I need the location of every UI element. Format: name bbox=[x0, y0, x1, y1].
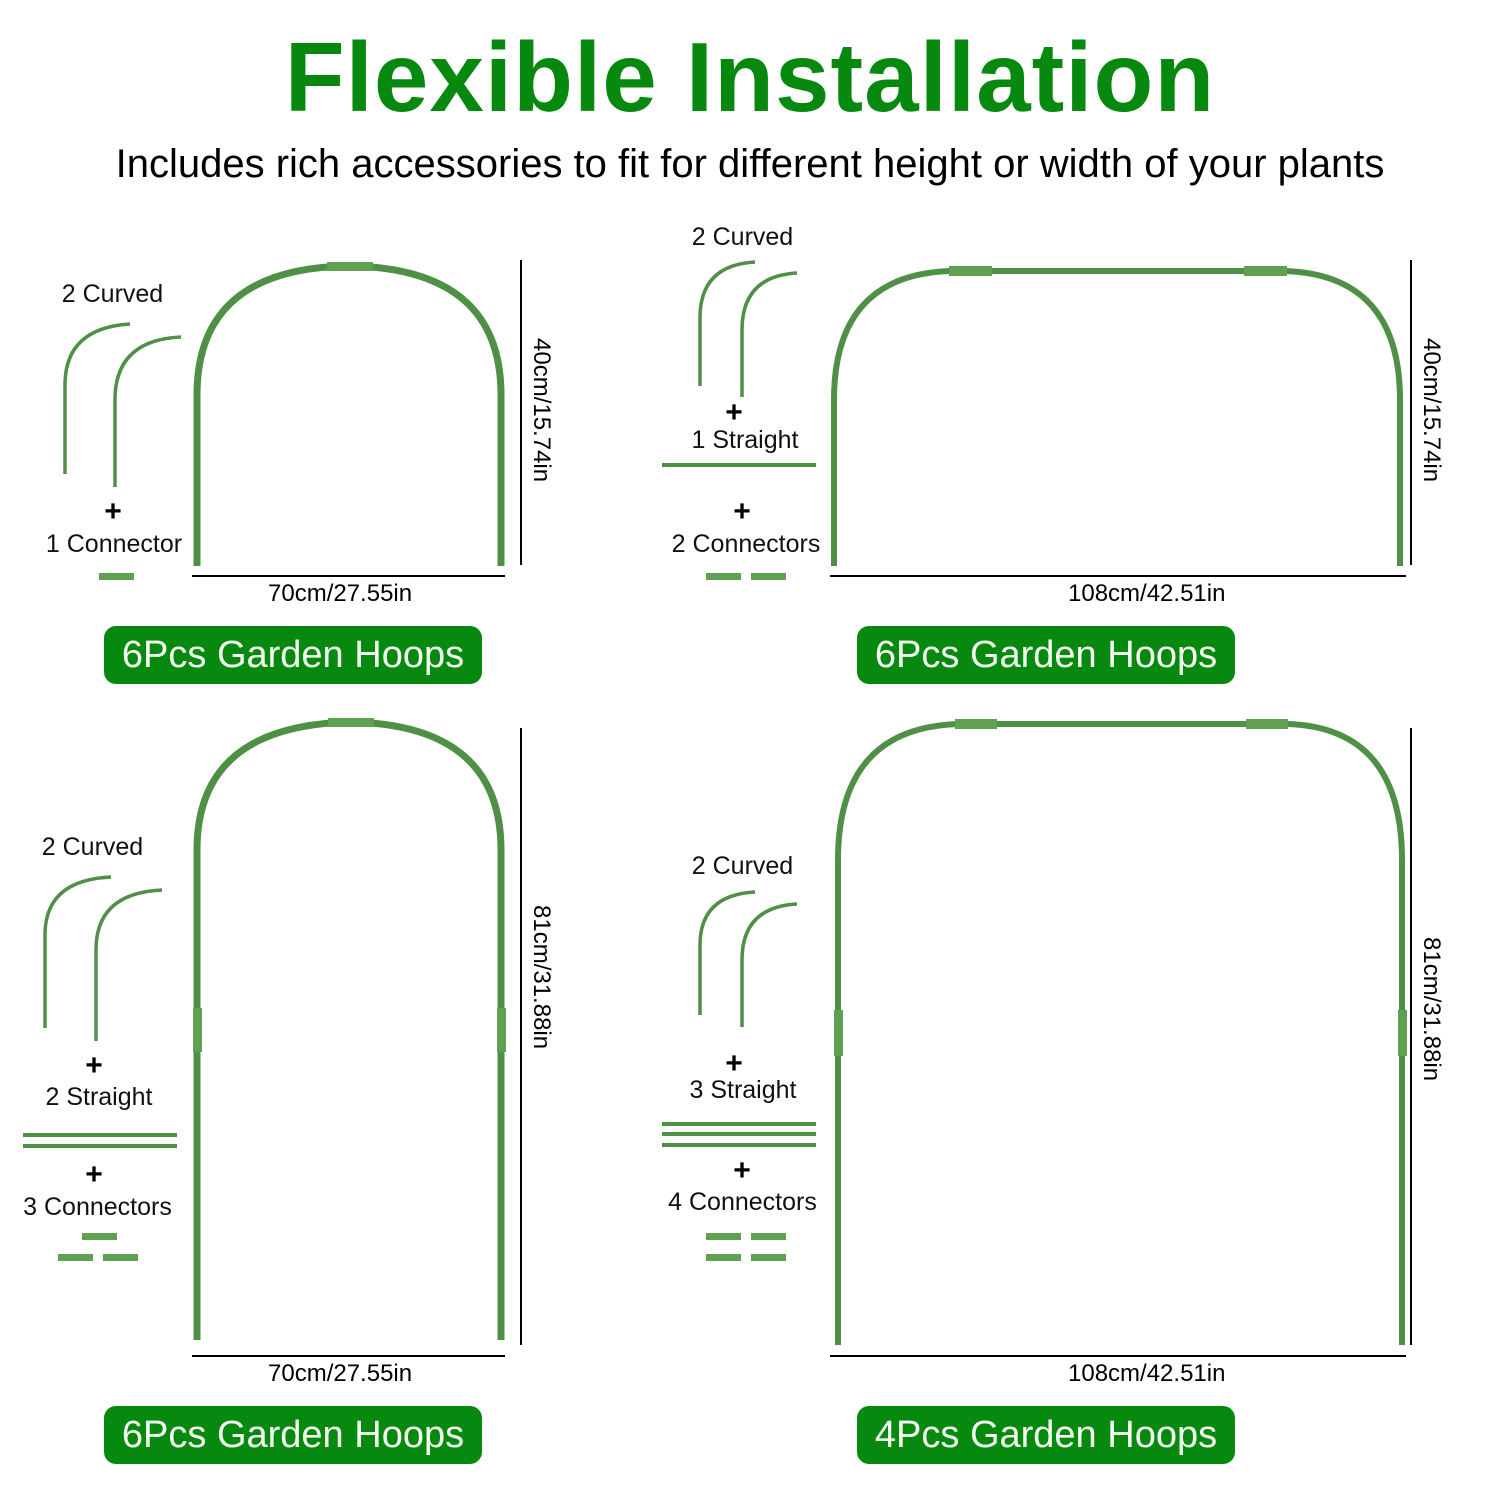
connector-part-icon bbox=[751, 1233, 786, 1240]
connector-part-icon bbox=[706, 573, 741, 580]
width-label: 70cm/27.55in bbox=[268, 580, 413, 607]
height-label: 40cm/15.74in bbox=[528, 338, 555, 483]
plus-icon: + bbox=[85, 1049, 103, 1082]
width-dimension-line bbox=[830, 575, 1406, 577]
height-label: 81cm/31.88in bbox=[528, 905, 555, 1050]
connector-part-icon bbox=[99, 573, 134, 580]
connector-icon bbox=[193, 1008, 202, 1052]
curved-pieces-icon bbox=[63, 322, 182, 487]
height-dimension-line bbox=[1410, 260, 1412, 565]
width-dimension-line bbox=[192, 575, 505, 577]
hoop-small-low-icon bbox=[193, 262, 505, 566]
connector-part-icon bbox=[751, 573, 786, 580]
connector-part-icon bbox=[706, 1254, 741, 1261]
connector-icon bbox=[1244, 266, 1287, 276]
connector-part-icon bbox=[706, 1233, 741, 1240]
connector-part-icon bbox=[82, 1233, 117, 1240]
plus-icon: + bbox=[725, 396, 743, 429]
width-dimension-line bbox=[192, 1355, 505, 1357]
curved-count-label: 2 Curved bbox=[691, 223, 794, 251]
connector-count-label: 2 Connectors bbox=[671, 530, 821, 558]
connector-icon bbox=[949, 266, 992, 276]
height-dimension-line bbox=[520, 260, 522, 565]
hoop-wide-low-icon bbox=[831, 268, 1403, 566]
quantity-badge: 6Pcs Garden Hoops bbox=[857, 626, 1235, 684]
connector-icon bbox=[327, 262, 373, 271]
connector-icon bbox=[1246, 719, 1288, 729]
curved-pieces-icon bbox=[698, 260, 798, 397]
plus-icon: + bbox=[733, 1154, 751, 1187]
quantity-badge: 6Pcs Garden Hoops bbox=[104, 626, 482, 684]
plus-icon: + bbox=[85, 1158, 103, 1191]
connector-icon bbox=[834, 1010, 843, 1056]
connector-icon bbox=[955, 719, 997, 729]
height-dimension-line bbox=[1410, 728, 1412, 1345]
quantity-badge: 4Pcs Garden Hoops bbox=[857, 1406, 1235, 1464]
straight-count-label: 1 Straight bbox=[691, 426, 799, 454]
connector-icon bbox=[497, 1008, 506, 1052]
connector-icon bbox=[1398, 1010, 1407, 1056]
connector-count-label: 1 Connector bbox=[45, 530, 183, 558]
connector-count-label: 4 Connectors bbox=[668, 1188, 817, 1216]
curved-count-label: 2 Curved bbox=[41, 833, 144, 861]
curved-count-label: 2 Curved bbox=[691, 852, 794, 880]
width-dimension-line bbox=[830, 1355, 1406, 1357]
hoop-small-tall-icon bbox=[193, 718, 505, 1340]
curved-count-label: 2 Curved bbox=[61, 280, 164, 308]
height-label: 81cm/31.88in bbox=[1418, 937, 1445, 1082]
page-title: Flexible Installation bbox=[284, 22, 1216, 132]
connector-part-icon bbox=[751, 1254, 786, 1261]
straight-count-label: 3 Straight bbox=[689, 1076, 797, 1104]
connector-part-icon bbox=[103, 1254, 138, 1261]
quantity-badge: 6Pcs Garden Hoops bbox=[104, 1406, 482, 1464]
width-label: 108cm/42.51in bbox=[1068, 580, 1226, 607]
height-dimension-line bbox=[520, 728, 522, 1345]
connector-part-icon bbox=[58, 1254, 93, 1261]
plus-icon: + bbox=[104, 495, 122, 528]
height-label: 40cm/15.74in bbox=[1418, 338, 1445, 483]
curved-pieces-icon bbox=[43, 875, 163, 1041]
plus-icon: + bbox=[725, 1047, 743, 1080]
connector-count-label: 3 Connectors bbox=[23, 1193, 172, 1221]
hoop-wide-tall-icon bbox=[835, 721, 1405, 1345]
straight-count-label: 2 Straight bbox=[45, 1083, 153, 1111]
plus-icon: + bbox=[733, 495, 751, 528]
width-label: 108cm/42.51in bbox=[1068, 1360, 1226, 1387]
page-subtitle: Includes rich accessories to fit for dif… bbox=[115, 142, 1385, 186]
connector-icon bbox=[328, 718, 374, 727]
width-label: 70cm/27.55in bbox=[268, 1360, 413, 1387]
curved-pieces-icon bbox=[698, 890, 798, 1027]
